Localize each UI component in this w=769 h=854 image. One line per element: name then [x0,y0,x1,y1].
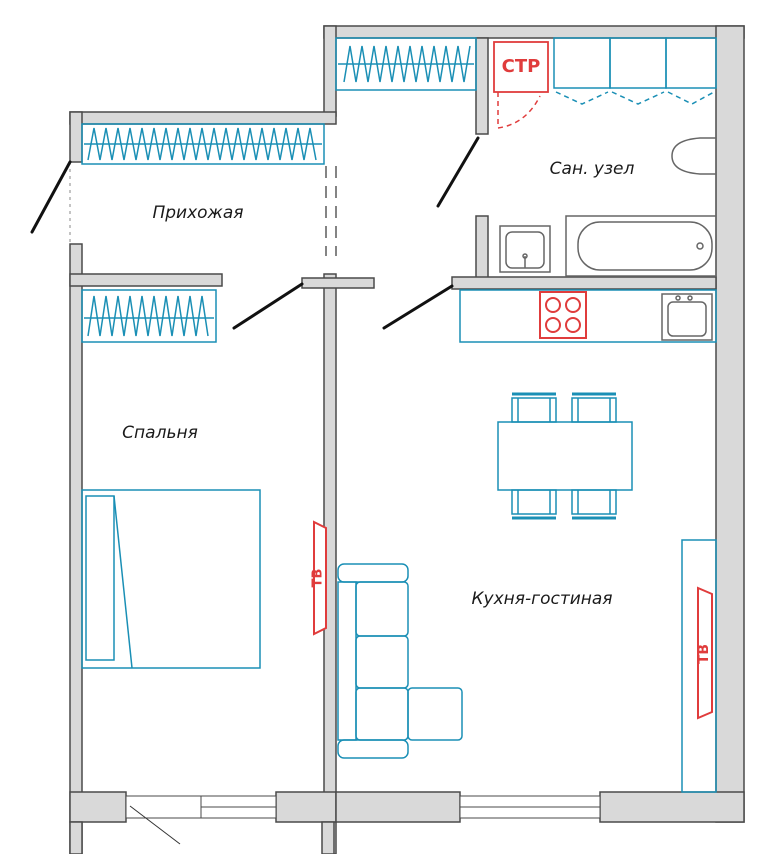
passage-marks [325,166,337,256]
wardrobe-top [335,37,477,91]
wall-balcony-left [69,821,83,854]
doors [30,136,480,330]
wall-bottom-living-left [335,791,461,823]
wall-bath-bottom [451,276,717,290]
wall-balcony-right [321,821,335,854]
living-wall-cabinet [681,539,717,793]
wall-top-right [323,25,745,39]
chair [571,392,617,423]
stove [539,291,587,339]
chair [571,489,617,520]
sofa [337,563,463,759]
wall-bottom-mid [275,791,337,823]
tv-bedroom: ТВ [311,520,327,636]
windows [125,795,601,819]
room-label-bathroom: Сан. узел [550,159,635,179]
bed [81,489,261,669]
dining-set [497,392,633,520]
tv-living: ТВ [696,586,713,720]
wall-bath-left-lower [475,215,489,279]
storage-tag: СТР [502,56,541,77]
wall-bottom-living-right [599,791,745,823]
wall-right-outer [715,25,745,823]
door-living [382,284,454,330]
wall-top-left [69,111,337,125]
door-entrance [30,160,72,234]
dining-table [497,421,633,491]
kitchen-sink [661,293,713,341]
room-label-bedroom: Спальня [122,423,198,443]
wall-hall-bedroom [69,273,223,287]
walls [69,25,745,854]
wall-bath-left-upper [475,37,489,135]
wall-left-upper [69,111,83,163]
wall-stub-middle [301,277,375,289]
chair [511,392,557,423]
storage-cabinet: СТР [493,41,549,129]
wall-left-lower [69,243,83,854]
door-bedroom [232,282,304,330]
wall-bottom-left [69,791,127,823]
bathroom-fixtures [499,37,717,277]
tv-tag: ТВ [696,644,712,664]
wardrobe-hallway [81,123,325,165]
toilet [671,137,716,175]
chair [511,489,557,520]
tv-tag: ТВ [311,569,326,588]
door-bathroom [436,136,480,208]
bath-sink [499,225,551,273]
room-label-kitchen-living: Кухня-гостиная [471,589,612,609]
wardrobes [81,37,477,343]
balcony-door-line [129,805,181,845]
room-label-hallway: Прихожая [152,203,243,223]
kitchen-counter [459,289,717,343]
wardrobe-bedroom [81,289,217,343]
bathtub [565,215,717,277]
wall-top-step [323,25,337,117]
